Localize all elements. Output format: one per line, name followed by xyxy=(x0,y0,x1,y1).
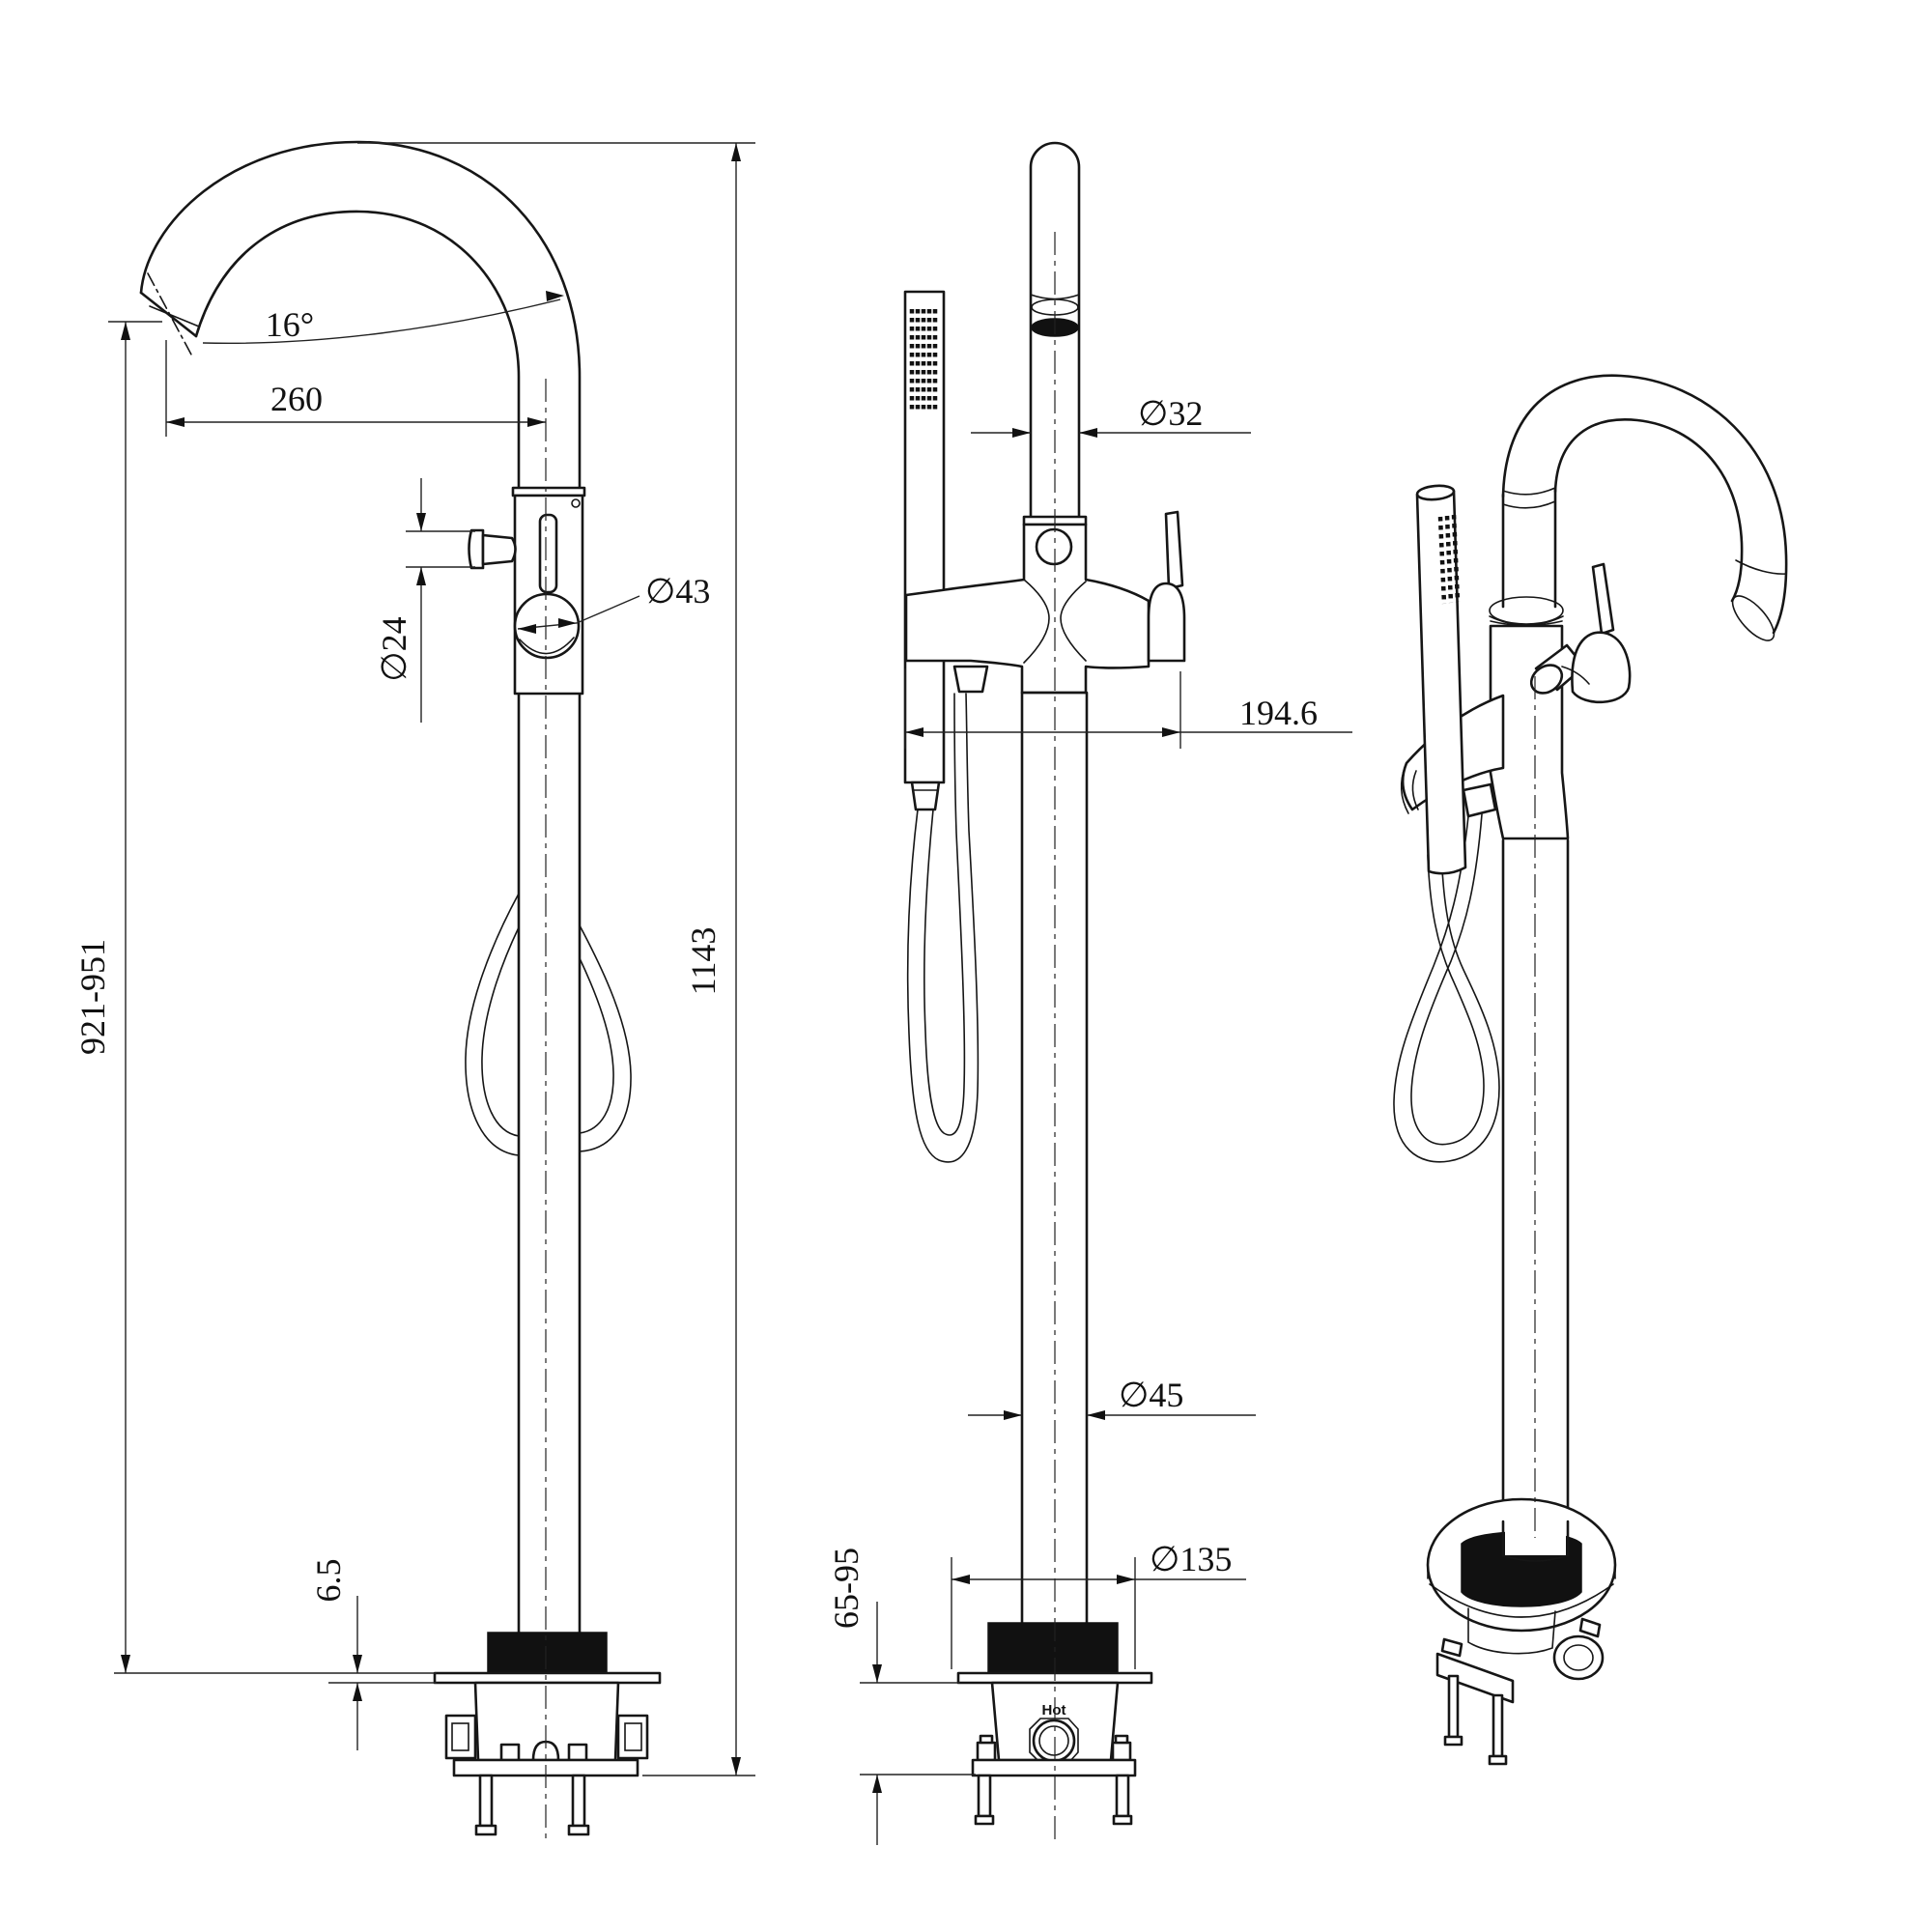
dim-spout-pipe-dia: ∅32 xyxy=(1138,394,1203,433)
front-dimensions: ∅32 194.6 ∅45 ∅135 65-95 xyxy=(827,394,1352,1845)
perspective-handle xyxy=(1561,562,1632,704)
perspective-view xyxy=(1393,374,1788,1766)
dim-column-dia: ∅45 xyxy=(1119,1376,1183,1414)
perspective-spout xyxy=(1489,374,1788,641)
front-hose-nut xyxy=(952,665,989,694)
perspective-hose xyxy=(1393,813,1500,1163)
front-body xyxy=(904,510,1186,695)
front-riser-pipe xyxy=(1020,691,1089,1625)
front-spout-tube xyxy=(1029,141,1081,519)
dim-mounting-depth-range: 65-95 xyxy=(827,1548,866,1629)
front-view: Hot ∅32 194.6 xyxy=(827,141,1352,1845)
dim-diverter-knob-dia: ∅24 xyxy=(375,616,413,681)
side-hose xyxy=(465,893,632,1156)
perspective-base xyxy=(1426,1497,1617,1766)
hot-port-label: Hot xyxy=(1042,1702,1066,1719)
side-view: 16° 260 ∅24 ∅43 921-951 xyxy=(73,140,755,1840)
dim-handle-dia: ∅43 xyxy=(645,572,710,611)
side-spout xyxy=(139,140,582,490)
perspective-hand-shower xyxy=(1415,484,1467,875)
front-hot-port: Hot xyxy=(1029,1702,1079,1764)
front-hose xyxy=(906,693,980,1163)
dim-base-flange-dia: ∅135 xyxy=(1150,1540,1232,1578)
side-base xyxy=(433,1632,662,1836)
side-body xyxy=(468,486,586,696)
front-handle xyxy=(1147,510,1186,663)
dim-spout-angle: 16° xyxy=(266,305,314,344)
dim-spout-reach: 260 xyxy=(270,380,323,418)
dim-base-plate-thickness: 6.5 xyxy=(309,1559,348,1603)
side-diverter-knob xyxy=(468,528,517,570)
dim-floor-to-spout: 921-951 xyxy=(73,939,112,1055)
side-dimensions: 16° 260 ∅24 ∅43 921-951 xyxy=(73,142,755,1776)
dim-shower-to-handle-spread: 194.6 xyxy=(1239,694,1318,732)
perspective-diverter-knob xyxy=(1529,643,1586,695)
perspective-side-port xyxy=(1552,1634,1605,1681)
side-handle-stem xyxy=(538,513,558,594)
front-diverter xyxy=(1035,527,1073,566)
dim-overall-height: 1143 xyxy=(684,927,723,996)
perspective-hose-nut xyxy=(1462,782,1497,818)
side-riser-pipe xyxy=(517,692,582,1634)
